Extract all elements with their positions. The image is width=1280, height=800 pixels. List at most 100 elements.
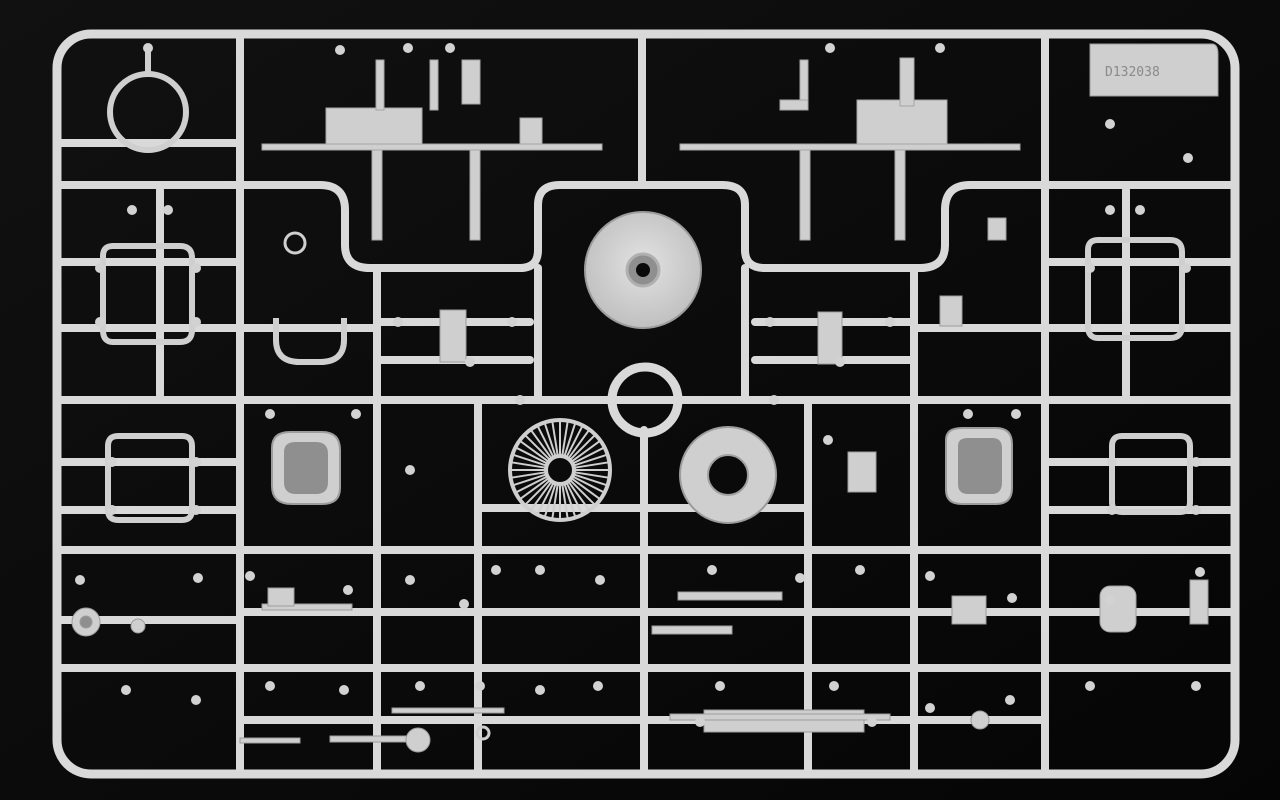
fan-spoke — [569, 479, 597, 507]
small-round-parts — [71, 231, 990, 753]
gate-nub — [491, 565, 501, 575]
ring-part-top-left — [107, 50, 189, 153]
fan-spoke — [570, 439, 602, 463]
seat-part-left — [271, 431, 341, 505]
sprue-code-label: D132038 — [1105, 65, 1160, 80]
center-disc-large — [584, 211, 702, 329]
fan-spoke — [551, 483, 559, 520]
gate-nub — [1005, 695, 1015, 705]
gate-nub — [339, 685, 349, 695]
gate-nub — [535, 565, 545, 575]
gate-nub — [95, 317, 105, 327]
gate-nub — [75, 575, 85, 585]
fan-spoke — [518, 477, 550, 501]
spoked-fan-part — [508, 418, 612, 522]
gate-nub — [393, 317, 403, 327]
gate-nub — [535, 685, 545, 695]
gate-nub — [855, 565, 865, 575]
gate-nub — [107, 505, 117, 515]
gate-nub — [405, 575, 415, 585]
gate-nub — [1107, 457, 1117, 467]
fan-spoke — [572, 446, 606, 465]
cockpit-frame-right — [679, 57, 1021, 241]
center-ring — [607, 362, 683, 438]
gate-nub — [925, 571, 935, 581]
gate-nub — [1181, 263, 1191, 273]
fan-spoke — [561, 420, 569, 457]
gate-nub — [765, 317, 775, 327]
gate-nub — [1191, 681, 1201, 691]
gate-nub — [695, 717, 705, 727]
fan-spoke — [573, 471, 610, 479]
gate-nub — [107, 457, 117, 467]
gate-nub — [1191, 457, 1201, 467]
gate-nub — [1007, 593, 1017, 603]
fan-spoke — [536, 424, 555, 458]
gate-nub — [1191, 505, 1201, 515]
gate-nub — [445, 43, 455, 53]
gate-nub — [95, 263, 105, 273]
seat-part-right — [945, 427, 1013, 505]
fan-spoke — [512, 473, 547, 487]
gate-nub — [1085, 263, 1095, 273]
gate-nub — [193, 573, 203, 583]
gate-nub — [1135, 205, 1145, 215]
fan-spoke — [567, 428, 591, 460]
sprue-frame — [52, 29, 1240, 779]
gate-nub — [1105, 205, 1115, 215]
gate-nub — [769, 395, 779, 405]
fan-spoke — [569, 433, 597, 461]
fan-spoke — [510, 461, 547, 469]
gate-nub — [459, 599, 469, 609]
fan-spoke — [563, 422, 577, 457]
gate-nub — [265, 409, 275, 419]
fan-spoke — [518, 439, 550, 463]
fan-spoke — [573, 473, 608, 487]
fan-spoke — [514, 475, 548, 494]
gate-nub — [867, 717, 877, 727]
fan-spoke — [536, 482, 555, 516]
gate-nub — [935, 43, 945, 53]
gate-nub — [1085, 681, 1095, 691]
sprue-tag: D132038 — [1089, 43, 1219, 97]
fan-spoke — [561, 483, 569, 520]
gate-nub — [885, 317, 895, 327]
gate-nub — [191, 457, 201, 467]
fan-spoke — [572, 475, 606, 494]
fan-spoke — [543, 422, 557, 457]
gate-nub — [163, 205, 173, 215]
cockpit-frame-left — [261, 59, 603, 241]
fan-spoke — [565, 424, 584, 458]
gate-nub — [343, 585, 353, 595]
gate-nub — [191, 317, 201, 327]
inner-rounded-runners — [236, 181, 1049, 404]
gate-nub — [191, 505, 201, 515]
fan-spoke — [529, 480, 553, 512]
gate-nub — [265, 681, 275, 691]
fan-spoke — [567, 480, 591, 512]
gate-nub — [795, 573, 805, 583]
gate-nub — [595, 575, 605, 585]
gate-nub — [403, 43, 413, 53]
gate-nub — [507, 317, 517, 327]
fan-spoke — [551, 420, 559, 457]
gate-nub — [335, 45, 345, 55]
frame-part-left-upper — [100, 243, 195, 345]
gate-nub — [1183, 153, 1193, 163]
gate-nub — [405, 465, 415, 475]
fan-spoke — [573, 453, 608, 467]
gate-nub — [143, 43, 153, 53]
gate-nub — [465, 357, 475, 367]
small-parts — [239, 217, 1209, 744]
fan-spoke — [543, 483, 557, 518]
gate-nub — [121, 685, 131, 695]
fan-spoke — [512, 453, 547, 467]
gate-nub — [835, 357, 845, 367]
gate-nub — [825, 43, 835, 53]
fan-spoke — [570, 477, 602, 501]
gate-nub — [245, 571, 255, 581]
gate-nub — [829, 681, 839, 691]
gate-nub — [191, 263, 201, 273]
gate-nub — [925, 703, 935, 713]
